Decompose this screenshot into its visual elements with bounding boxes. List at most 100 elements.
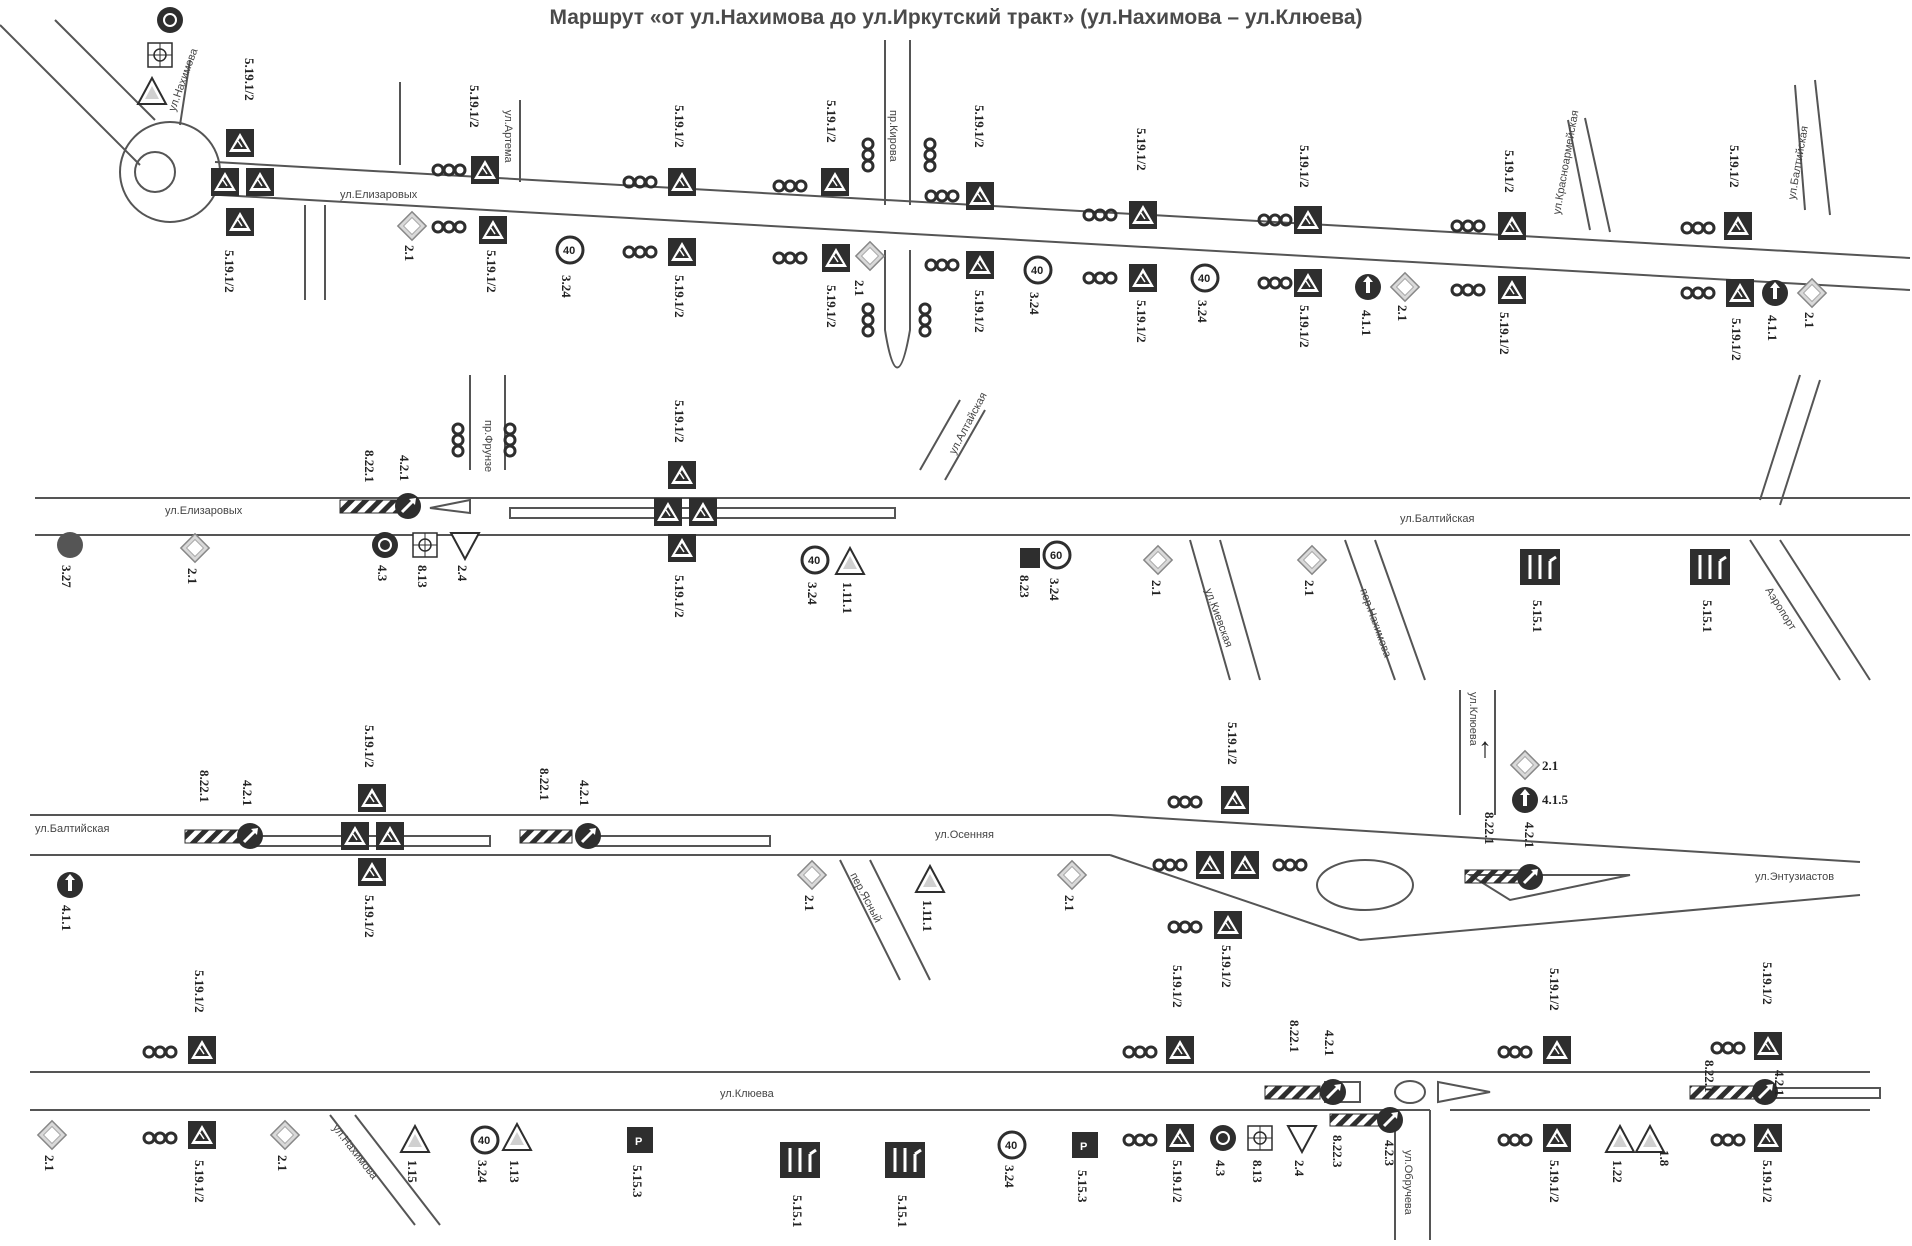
sign-label: 5.19.1/2 xyxy=(362,895,377,938)
sign-label: 5.19.1/2 xyxy=(1547,968,1562,1011)
crossing-sign-icon xyxy=(340,821,370,851)
crossing-sign-icon xyxy=(653,497,683,527)
traffic-light-icon xyxy=(451,422,465,458)
sign-label: 5.19.1/2 xyxy=(1297,305,1312,348)
traffic-light-icon xyxy=(1680,221,1716,235)
sign-label: 5.19.1/2 xyxy=(1219,945,1234,988)
sign-label: 4.2.1 xyxy=(240,780,255,806)
street-yasnyi: пер.Ясный xyxy=(847,871,883,925)
sign-label: 4.1.5 xyxy=(1542,792,1569,807)
crossing-sign-icon xyxy=(478,215,508,245)
sign-label: 5.19.1/2 xyxy=(672,575,687,618)
traffic-light-icon xyxy=(1710,1133,1746,1147)
crossing-sign-icon xyxy=(821,243,851,273)
sign-label: 8.22.1 xyxy=(1287,1020,1302,1053)
traffic-light-icon xyxy=(1152,858,1188,872)
lane-direction-icon xyxy=(883,1140,927,1180)
panel-1-signs: 5.19.1/2 5.19.1/2 5.19.1/2 2.1 5.19.1/2 … xyxy=(137,6,1827,361)
speed-value: 60 xyxy=(1050,550,1062,562)
sign-label: 2.1 xyxy=(42,1155,57,1171)
traffic-light-icon xyxy=(1082,271,1118,285)
pedestrian-warning-icon xyxy=(400,1125,430,1153)
lane-direction-icon xyxy=(1518,547,1562,587)
crossing-sign-icon xyxy=(1497,211,1527,241)
parking-symbol: P xyxy=(1080,1141,1087,1153)
sign-label: 5.19.1/2 xyxy=(824,100,839,143)
sign-label: 4.2.1 xyxy=(577,780,592,806)
sign-label: 2.1 xyxy=(1062,895,1077,911)
sign-label: 8.22.1 xyxy=(1482,812,1497,845)
traffic-light-icon xyxy=(1167,920,1203,934)
give-way-icon xyxy=(1287,1125,1317,1153)
sign-label: 5.19.1/2 xyxy=(1170,1160,1185,1203)
traffic-light-icon xyxy=(142,1045,178,1059)
sign-label: 1.22 xyxy=(1610,1160,1625,1183)
route-arrow: ↑ xyxy=(1478,733,1492,764)
street-obrucheva: ул.Обручева xyxy=(1402,1150,1414,1216)
street-frunze: пр.Фрунзе xyxy=(482,420,494,472)
street-osennyaya: ул.Осенняя xyxy=(935,829,994,841)
crossing-sign-icon xyxy=(357,783,387,813)
crossing-sign-icon xyxy=(245,167,275,197)
traffic-light-icon xyxy=(431,163,467,177)
crossing-sign-icon xyxy=(965,250,995,280)
sign-label: 8.23 xyxy=(1017,575,1032,598)
crossing-sign-icon xyxy=(1128,263,1158,293)
crossing-sign-icon xyxy=(1542,1035,1572,1065)
sign-label: 2.1 xyxy=(1395,305,1410,321)
sign-label: 5.19.1/2 xyxy=(1170,965,1185,1008)
sign-label: 4.2.1 xyxy=(1522,822,1537,848)
traffic-light-icon xyxy=(924,258,960,272)
sign-label: 4.1.1 xyxy=(1359,310,1374,336)
sign-label: 2.4 xyxy=(455,565,470,582)
sign-label: 4.3 xyxy=(375,565,390,582)
speed-value: 40 xyxy=(1005,1140,1017,1152)
bypass-sign-icon xyxy=(235,821,265,851)
traffic-light-icon xyxy=(1082,208,1118,222)
bypass-sign-icon xyxy=(1375,1105,1405,1135)
crossing-sign-icon xyxy=(1230,850,1260,880)
speed-value: 40 xyxy=(808,555,820,567)
sign-label: 5.15.1 xyxy=(895,1195,910,1228)
traffic-light-icon xyxy=(1450,283,1486,297)
traffic-light-icon xyxy=(923,137,937,173)
main-road-icon xyxy=(1390,272,1420,302)
bypass-plate-icon xyxy=(184,829,246,844)
street-kirova: пр.Кирова xyxy=(887,110,899,163)
crossing-sign-icon xyxy=(667,167,697,197)
sign-label: 5.19.1/2 xyxy=(1134,300,1149,343)
traffic-light-icon xyxy=(1122,1045,1158,1059)
crossing-sign-icon xyxy=(1293,205,1323,235)
no-stopping-icon xyxy=(57,532,83,558)
map-title: Маршрут «от ул.Нахимова до ул.Иркутский … xyxy=(549,6,1363,29)
bypass-sign-icon xyxy=(1515,862,1545,892)
crossing-sign-icon xyxy=(965,181,995,211)
street-baltiiskaya-1: ул.Балтийская xyxy=(1786,125,1811,200)
sign-label: 5.19.1/2 xyxy=(824,285,839,328)
sign-label: 5.19.1/2 xyxy=(672,400,687,443)
traffic-light-icon xyxy=(924,189,960,203)
plate-813-icon xyxy=(1247,1125,1273,1151)
street-per-nakhimova: пер.Нахимова xyxy=(1357,587,1393,660)
street-baltiiskaya-3: ул.Балтийская xyxy=(35,823,109,835)
sign-label: 2.1 xyxy=(1302,580,1317,596)
sign-label: 5.15.1 xyxy=(790,1195,805,1228)
sign-label: 5.15.3 xyxy=(630,1165,645,1198)
sign-label: 8.22.1 xyxy=(197,770,212,803)
crossing-sign-icon xyxy=(667,237,697,267)
speed-value: 40 xyxy=(478,1135,490,1147)
traffic-light-icon xyxy=(1257,213,1293,227)
traffic-light-icon xyxy=(1680,286,1716,300)
sign-label: 5.15.1 xyxy=(1700,600,1715,633)
panel-1-roads xyxy=(0,19,1911,369)
sign-label: 5.19.1/2 xyxy=(1760,1160,1775,1203)
straight-only-icon xyxy=(1762,280,1788,306)
pedestrian-warning-icon xyxy=(1605,1125,1635,1153)
bypass-plate-icon xyxy=(339,499,403,514)
speed-value: 40 xyxy=(563,245,575,257)
sign-label: 5.19.1/2 xyxy=(1729,318,1744,361)
sign-label: 2.1 xyxy=(402,245,417,261)
crossing-sign-icon xyxy=(1165,1035,1195,1065)
crossing-sign-icon xyxy=(1220,785,1250,815)
